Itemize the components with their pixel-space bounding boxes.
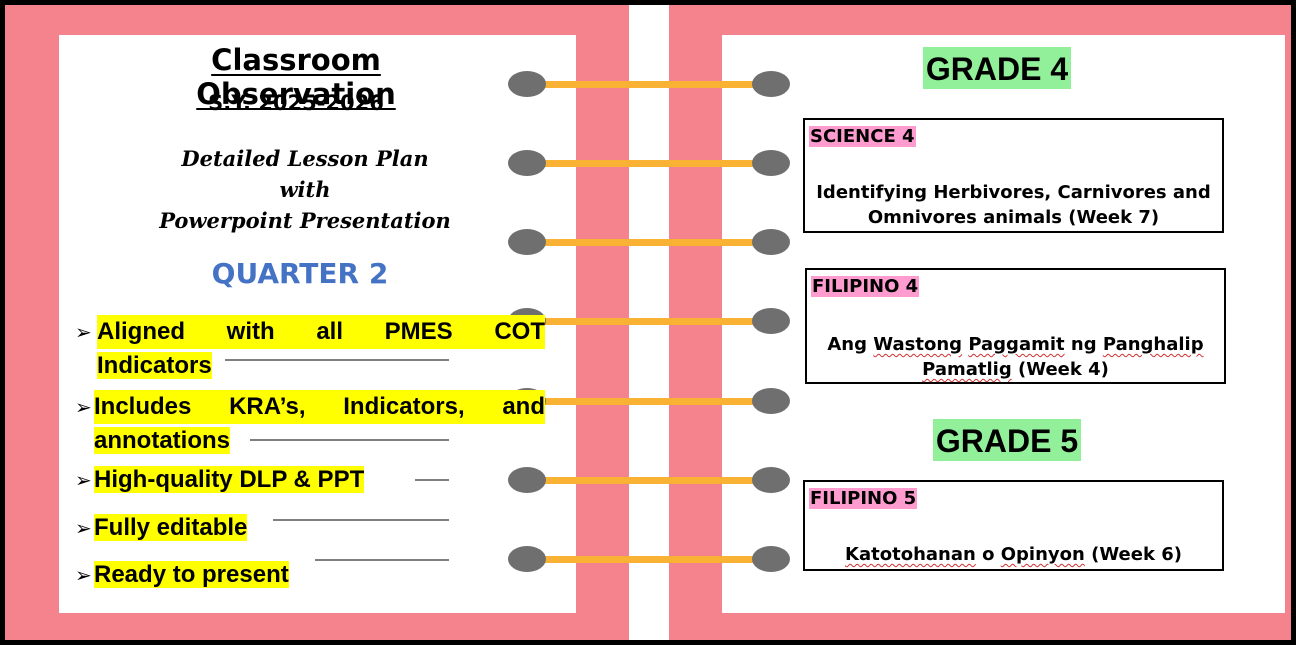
bullet-text: Indicators xyxy=(97,352,212,379)
subject-label: SCIENCE 4 xyxy=(809,126,916,147)
lesson-line: Identifying Herbivores, Carnivores and xyxy=(816,182,1211,203)
subject-label: FILIPINO 4 xyxy=(811,276,920,297)
bullet-item-quality: High-quality DLP & PPT xyxy=(94,463,365,497)
lesson-line: Ang Wastong Paggamit ng Panghalip xyxy=(807,332,1224,357)
page-title: Classroom Observation xyxy=(196,43,396,111)
lesson-word: Wastong xyxy=(873,334,963,355)
dlp-heading: Detailed Lesson Plan with Powerpoint Pre… xyxy=(135,143,475,236)
grade-5-heading: GRADE 5 xyxy=(933,419,1081,461)
binding-ring-left xyxy=(508,229,546,255)
notebook-background: Classroom Observation S.Y. 2025-2026 Det… xyxy=(5,5,1291,640)
binding-ring-right xyxy=(752,308,790,334)
binding-ring-right xyxy=(752,71,790,97)
lesson-word: (Week 6) xyxy=(1084,544,1182,565)
bullet-arrow-icon: ➢ xyxy=(75,395,92,419)
filipino-4-box: FILIPINO 4 Ang Wastong Paggamit ng Pangh… xyxy=(805,268,1226,384)
bullet-text: annotations xyxy=(94,427,230,454)
bullet-arrow-icon: ➢ xyxy=(75,320,92,344)
ruled-line xyxy=(250,439,449,441)
filipino-5-box: FILIPINO 5 Katotohanan o Opinyon (Week 6… xyxy=(803,480,1224,571)
bullet-text: Includes KRA’s, Indicators, and xyxy=(94,390,545,424)
grade-4-heading: GRADE 4 xyxy=(923,47,1071,89)
bullet-item-ready: Ready to present xyxy=(94,558,289,592)
ruled-line xyxy=(273,519,449,521)
dlp-line: with xyxy=(279,177,331,202)
bullet-text: High-quality DLP & PPT xyxy=(94,466,365,493)
binding-wire xyxy=(525,556,775,563)
lesson-title: Katotohanan o Opinyon (Week 6) xyxy=(805,542,1222,567)
ruled-line xyxy=(225,359,449,361)
lesson-word: o xyxy=(975,544,1001,565)
bullet-text: Fully editable xyxy=(94,514,248,541)
binding-ring-right xyxy=(752,150,790,176)
bullet-text: Aligned with all PMES COT xyxy=(97,315,545,349)
lesson-word: Panghalip xyxy=(1102,334,1204,355)
binding-wire xyxy=(525,160,775,167)
binding-wire xyxy=(525,477,775,484)
binding-ring-right xyxy=(752,388,790,414)
bullet-arrow-icon: ➢ xyxy=(75,563,92,587)
binding-ring-right xyxy=(752,546,790,572)
quarter-heading: QUARTER 2 xyxy=(211,257,389,290)
ruled-line xyxy=(415,479,449,481)
lesson-word: Katotohanan xyxy=(845,544,976,565)
lesson-title: Identifying Herbivores, Carnivores and O… xyxy=(805,180,1222,230)
binding-ring-left xyxy=(508,71,546,97)
lesson-word: Paggamit xyxy=(968,334,1065,355)
binding-ring-right xyxy=(752,229,790,255)
ruled-line xyxy=(315,559,449,561)
binding-ring-left xyxy=(508,150,546,176)
binding-wire xyxy=(525,239,775,246)
binding-wire xyxy=(525,398,775,405)
lesson-word: Pamatlig xyxy=(922,359,1012,380)
subject-label: FILIPINO 5 xyxy=(809,488,918,509)
binding-ring-left xyxy=(508,546,546,572)
bullet-arrow-icon: ➢ xyxy=(75,516,92,540)
bullet-item-includes: Includes KRA’s, Indicators, and annotati… xyxy=(94,390,545,458)
binding-wire xyxy=(525,81,775,88)
lesson-word: ng xyxy=(1064,334,1103,355)
lesson-title: Ang Wastong Paggamit ng Panghalip Pamatl… xyxy=(807,332,1224,382)
lesson-line: Omnivores animals (Week 7) xyxy=(867,207,1160,228)
school-year: S.Y. 2025-2026 xyxy=(208,91,384,115)
lesson-line: Katotohanan o Opinyon (Week 6) xyxy=(805,542,1222,567)
bullet-text: Ready to present xyxy=(94,561,289,588)
bullet-item-editable: Fully editable xyxy=(94,511,248,545)
binding-wire xyxy=(525,318,775,325)
dlp-line: Detailed Lesson Plan xyxy=(181,146,429,171)
binding-ring-left xyxy=(508,467,546,493)
lesson-line: Pamatlig (Week 4) xyxy=(807,357,1224,382)
bullet-arrow-icon: ➢ xyxy=(75,468,92,492)
lesson-word: (Week 4) xyxy=(1011,359,1109,380)
lesson-word: Opinyon xyxy=(1000,544,1085,565)
lesson-word: Ang xyxy=(827,334,874,355)
science-4-box: SCIENCE 4 Identifying Herbivores, Carniv… xyxy=(803,118,1224,233)
bullet-item-aligned: Aligned with all PMES COT Indicators xyxy=(97,315,545,383)
binding-ring-right xyxy=(752,467,790,493)
dlp-line: Powerpoint Presentation xyxy=(159,208,451,233)
